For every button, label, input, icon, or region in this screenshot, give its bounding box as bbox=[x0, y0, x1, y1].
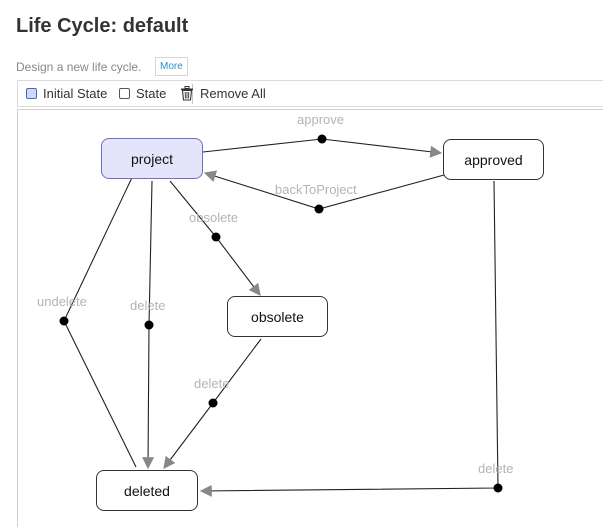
transition-delete-project-dot bbox=[144, 320, 154, 330]
transition-backtoproject-label[interactable]: backToProject bbox=[275, 182, 357, 197]
transition-delete-obsolete-dot bbox=[208, 398, 218, 408]
state-approved[interactable]: approved bbox=[443, 139, 544, 180]
transition-undelete-edge bbox=[63, 165, 138, 468]
transition-delete-approved-dot bbox=[493, 483, 503, 493]
transitions-layer bbox=[59, 134, 503, 497]
remove-all-label: Remove All bbox=[200, 86, 266, 101]
initial-state-label: Initial State bbox=[43, 86, 108, 101]
initial-state-tool[interactable]: Initial State bbox=[26, 86, 107, 101]
transition-approve-dot bbox=[317, 134, 327, 144]
transition-undelete-label[interactable]: undelete bbox=[37, 294, 87, 309]
trash-icon bbox=[181, 86, 193, 101]
state-icon bbox=[119, 88, 130, 99]
state-deleted[interactable]: deleted bbox=[96, 470, 198, 511]
state-obsolete[interactable]: obsolete bbox=[227, 296, 328, 337]
state-label: State bbox=[136, 86, 167, 101]
transition-undelete-dot bbox=[59, 316, 69, 326]
transition-delete-project-label[interactable]: delete bbox=[130, 298, 166, 313]
diagram-canvas[interactable]: approve backToProject obsolete undelete … bbox=[17, 109, 603, 527]
transition-delete-obsolete-label[interactable]: delete bbox=[194, 376, 230, 391]
remove-all-tool[interactable]: Remove All bbox=[180, 86, 266, 101]
transition-obsolete-label[interactable]: obsolete bbox=[189, 210, 239, 225]
state-tool[interactable]: State bbox=[119, 86, 166, 101]
transition-backtoproject-dot bbox=[314, 204, 324, 214]
transition-obsolete-dot bbox=[211, 232, 221, 242]
page-title: Life Cycle: default bbox=[16, 15, 189, 37]
more-button[interactable]: More bbox=[155, 57, 188, 76]
transition-delete-approved-label[interactable]: delete bbox=[478, 461, 514, 476]
page-description: Design a new life cycle. bbox=[16, 60, 142, 74]
diagram-toolbar: Initial State State Remove All bbox=[17, 80, 603, 107]
initial-state-icon bbox=[26, 88, 37, 99]
toolbar-divider bbox=[192, 84, 193, 104]
state-project[interactable]: project bbox=[101, 138, 203, 179]
transition-approve-label[interactable]: approve bbox=[297, 112, 344, 127]
